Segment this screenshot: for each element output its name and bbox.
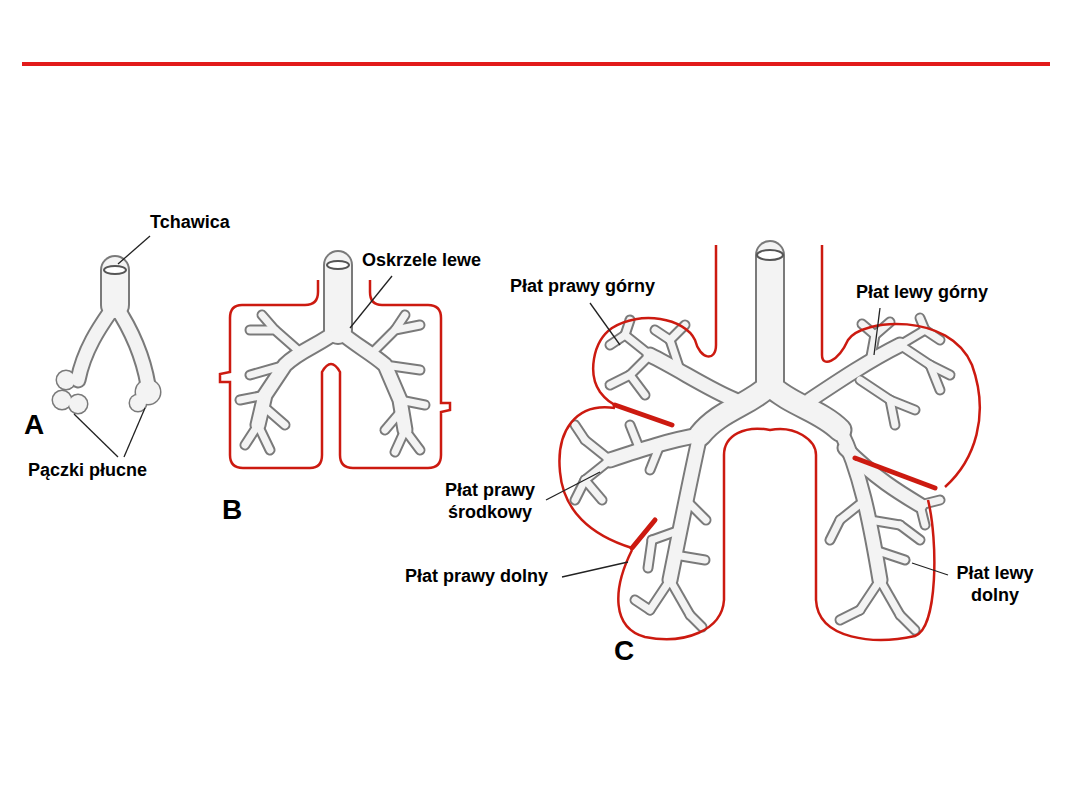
figure-letter: A bbox=[24, 408, 44, 442]
figure-letter: C bbox=[614, 634, 634, 668]
part-label: Płat prawy dolny bbox=[405, 566, 548, 588]
figure-letter: B bbox=[222, 493, 242, 527]
lobe-fissure bbox=[615, 405, 935, 548]
part-label: Płat lewy dolny bbox=[935, 563, 1055, 606]
part-label: Płat prawy środkowy bbox=[420, 480, 560, 523]
part-label: Tchawica bbox=[150, 212, 230, 234]
header-rule bbox=[22, 62, 1050, 66]
trachea-opening bbox=[327, 261, 349, 269]
part-label: Płat prawy górny bbox=[510, 276, 655, 298]
pleura-outline bbox=[559, 245, 979, 640]
trachea-opening bbox=[757, 250, 783, 260]
pleura-outline bbox=[220, 280, 450, 468]
trachea-opening bbox=[104, 266, 126, 274]
part-label: Płat lewy górny bbox=[856, 282, 988, 304]
leader-line bbox=[74, 236, 948, 577]
part-label: Oskrzele lewe bbox=[362, 250, 481, 272]
part-label: Pączki płucne bbox=[28, 460, 147, 482]
